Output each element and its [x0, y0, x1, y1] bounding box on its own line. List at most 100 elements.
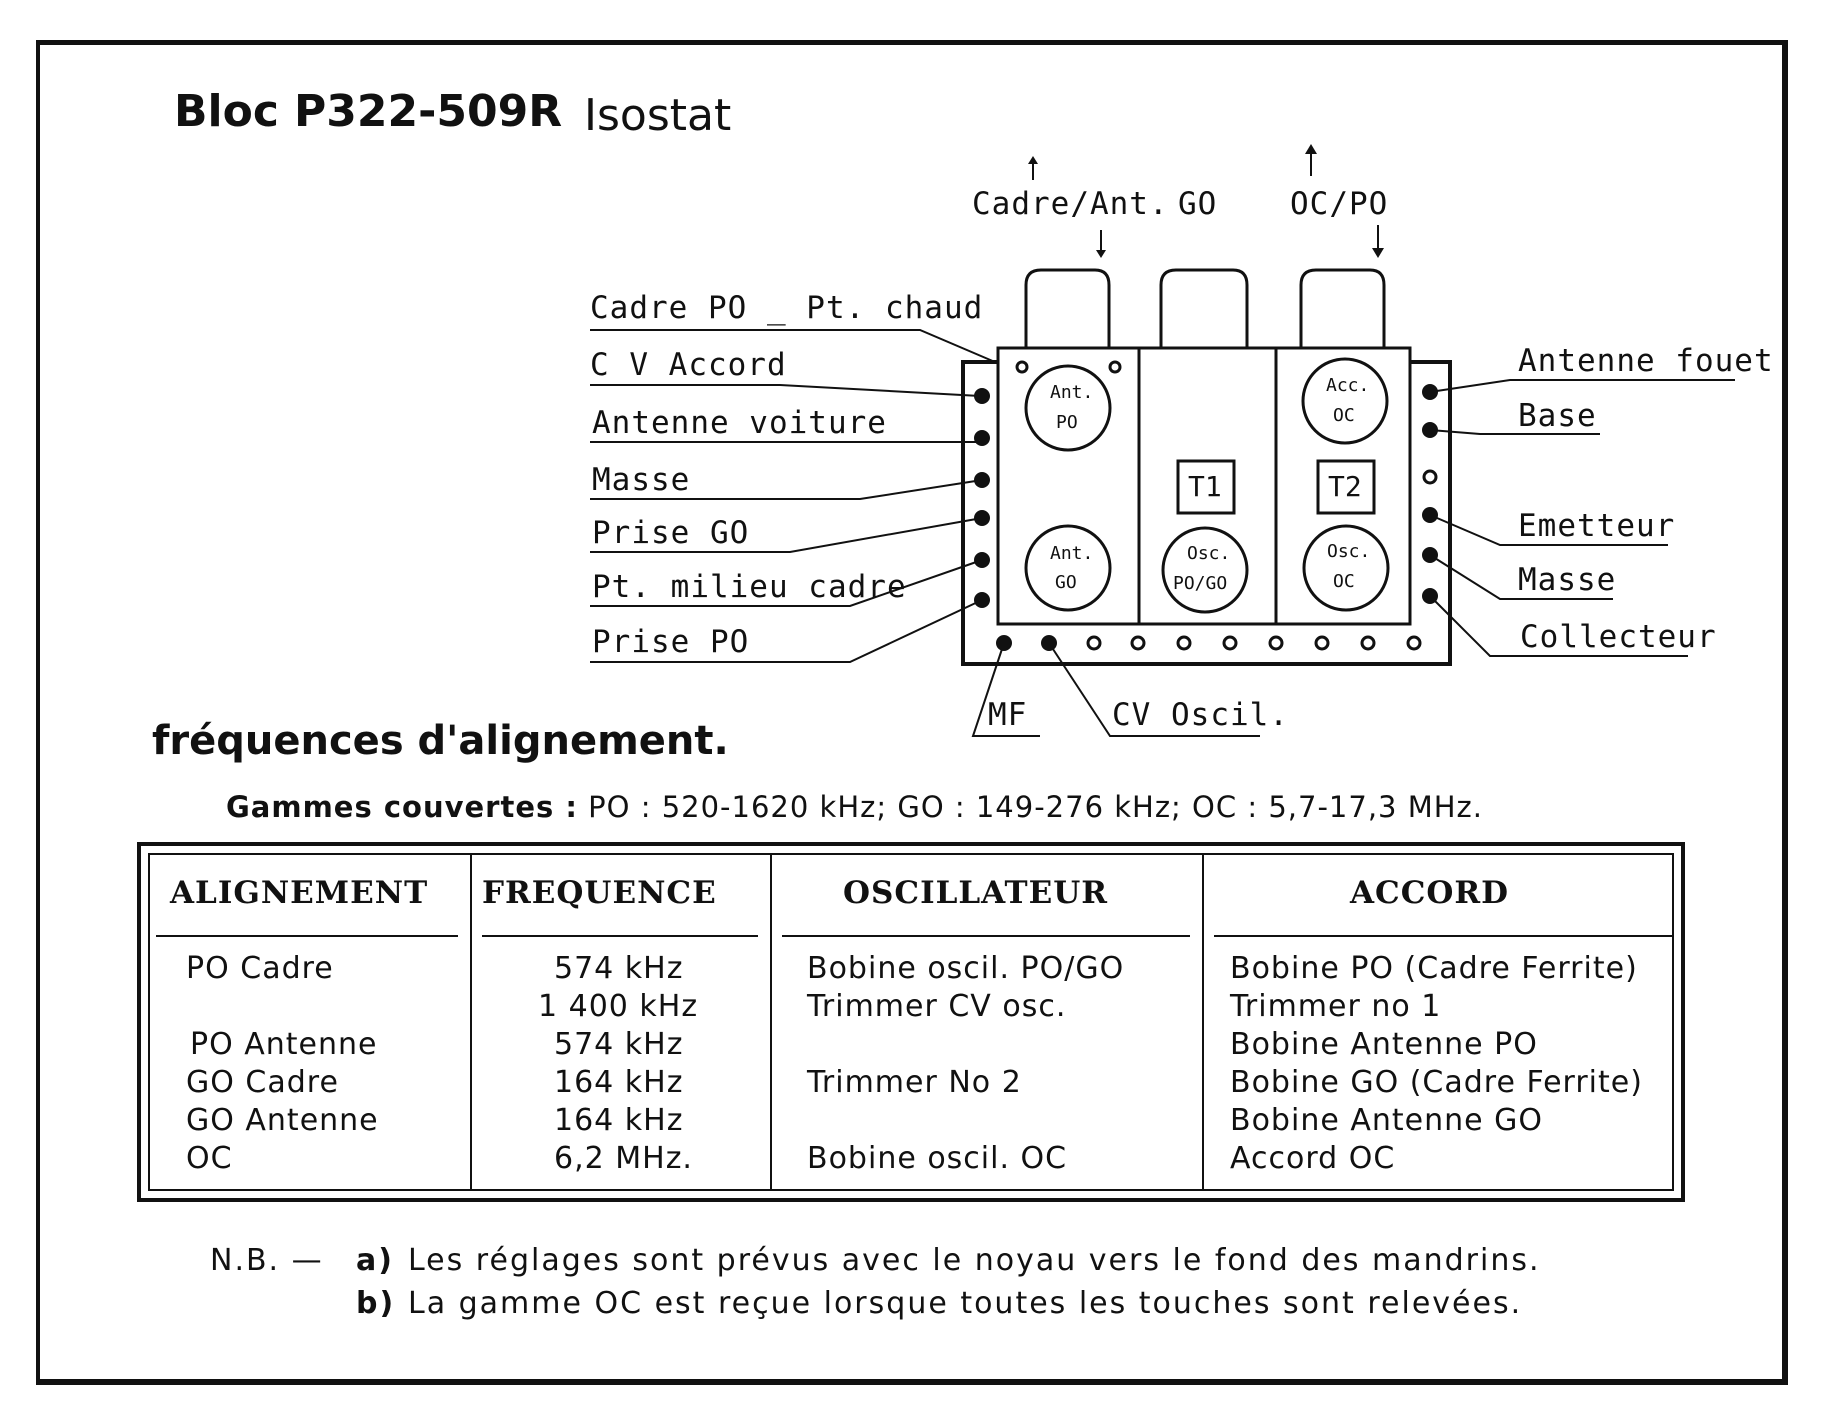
label-collecteur: Collecteur [1520, 619, 1717, 655]
module-inner-box [996, 346, 1412, 626]
leader-prise-po [590, 599, 983, 663]
note-a-text: Les réglages sont prévus avec le noyau v… [408, 1243, 1541, 1278]
leader-cadre-po [590, 329, 996, 363]
coil-acc-oc-line1: Acc. [1326, 375, 1370, 396]
coil-acc-oc [1301, 357, 1389, 445]
coil-acc-oc-line2: OC [1333, 405, 1355, 426]
table-inner: ALIGNEMENT FREQUENCE OSCILLATEUR ACCORD … [148, 853, 1674, 1191]
pin-antenne-fouet [1422, 384, 1438, 400]
gammes-text: PO : 520-1620 kHz; GO : 149-276 kHz; OC … [588, 790, 1483, 824]
label-masse-right: Masse [1518, 562, 1617, 598]
arrow-down-head-2 [1372, 248, 1384, 258]
leader-base [1429, 429, 1600, 435]
label-oc-po: OC/PO [1290, 186, 1389, 222]
t1-box [1176, 459, 1236, 515]
col-divider-1 [470, 855, 472, 1189]
label-prise-po: Prise PO [592, 624, 750, 660]
table-cell: Bobine oscil. PO/GO [807, 951, 1125, 986]
pin-prise-po [974, 592, 990, 608]
label-cadre-ant: Cadre/Ant. [972, 186, 1169, 222]
title-model: P322-509R [294, 86, 563, 137]
corner-hole-left [1015, 360, 1029, 374]
table-cell: 6,2 MHz. [554, 1141, 693, 1176]
hdr-underline-2 [482, 935, 758, 937]
t2-box [1316, 459, 1376, 515]
leader-masse-right [1429, 554, 1613, 600]
hdr-underline-4 [1214, 935, 1672, 937]
hdr-underline-1 [156, 935, 458, 937]
pin-open [1268, 635, 1284, 651]
tab-go [1159, 268, 1249, 348]
pin-masse-right [1422, 547, 1438, 563]
pin-open [1222, 635, 1238, 651]
pin-pt-milieu [974, 552, 990, 568]
coil-osc-oc-line2: OC [1333, 571, 1355, 592]
coil-osc-pogo-line1: Osc. [1187, 543, 1231, 564]
table-cell: 574 kHz [554, 951, 684, 986]
table-cell: 164 kHz [554, 1065, 684, 1100]
tab-oc-po [1299, 268, 1386, 348]
pin-open [1314, 635, 1330, 651]
table-cell: Bobine PO (Cadre Ferrite) [1230, 951, 1638, 986]
title-brand: Isostat [584, 90, 732, 141]
leader-antenne-fouet [1429, 379, 1735, 393]
table-cell: Bobine Antenne GO [1230, 1103, 1543, 1138]
pin-open-right [1422, 469, 1438, 485]
pin-cv-accord [974, 388, 990, 404]
header-oscillateur: OSCILLATEUR [843, 875, 1109, 911]
label-antenne-voiture: Antenne voiture [592, 405, 887, 441]
label-mf: MF [988, 697, 1028, 733]
coil-ant-po-line2: PO [1056, 412, 1078, 433]
pin-cv-oscil [1041, 635, 1057, 651]
coil-ant-go [1024, 524, 1112, 612]
coil-osc-oc [1302, 524, 1390, 612]
leader-masse [590, 479, 983, 500]
t2-label: T2 [1328, 470, 1362, 503]
table-cell: PO Cadre [186, 951, 334, 986]
header-frequence: FREQUENCE [482, 875, 717, 911]
leader-cv-oscil [1048, 642, 1260, 737]
pin-open [1360, 635, 1376, 651]
leader-mf [971, 642, 1040, 737]
pin-prise-go [974, 510, 990, 526]
table-cell: Bobine Antenne PO [1230, 1027, 1538, 1062]
pin-open [1406, 635, 1422, 651]
gammes-label: Gammes couvertes : [226, 790, 578, 824]
label-prise-go: Prise GO [592, 515, 750, 551]
arrow-down-head [1096, 250, 1106, 258]
note-b-key: b) [356, 1286, 396, 1321]
gammes-line: Gammes couvertes : PO : 520-1620 kHz; GO… [226, 790, 1483, 824]
header-accord: ACCORD [1350, 875, 1510, 911]
pin-collecteur [1422, 588, 1438, 604]
coil-ant-go-line2: GO [1055, 572, 1077, 593]
table-cell: GO Cadre [186, 1065, 339, 1100]
col-divider-2 [770, 855, 772, 1189]
label-cv-accord: C V Accord [590, 347, 787, 383]
coil-ant-po-line1: Ant. [1050, 382, 1094, 403]
label-cv-oscil: CV Oscil. [1112, 697, 1289, 733]
pin-antenne-voiture [974, 430, 990, 446]
table-cell: Trimmer CV osc. [807, 989, 1067, 1024]
alignment-table: ALIGNEMENT FREQUENCE OSCILLATEUR ACCORD … [137, 842, 1685, 1202]
pin-emetteur [1422, 507, 1438, 523]
table-cell: Trimmer No 2 [807, 1065, 1022, 1100]
note-prefix: N.B. — [210, 1243, 324, 1278]
arrow-up-head [1028, 156, 1038, 164]
table-cell: Accord OC [1230, 1141, 1396, 1176]
header-alignement: ALIGNEMENT [170, 875, 429, 911]
label-cadre-po-pt-chaud: Cadre PO _ Pt. chaud [590, 290, 984, 326]
leader-prise-go [590, 517, 983, 553]
arrow-up-head-2 [1305, 144, 1317, 154]
leader-pt-milieu [590, 559, 983, 607]
note-a-key: a) [356, 1243, 394, 1278]
hdr-underline-3 [782, 935, 1190, 937]
col-divider-3 [1202, 855, 1204, 1189]
label-masse: Masse [592, 462, 691, 498]
title-bloc: Bloc [174, 86, 279, 137]
table-cell: GO Antenne [186, 1103, 379, 1138]
table-cell: 164 kHz [554, 1103, 684, 1138]
coil-osc-oc-line1: Osc. [1327, 541, 1371, 562]
page-frame [36, 40, 1788, 1385]
coil-ant-po [1024, 364, 1112, 452]
